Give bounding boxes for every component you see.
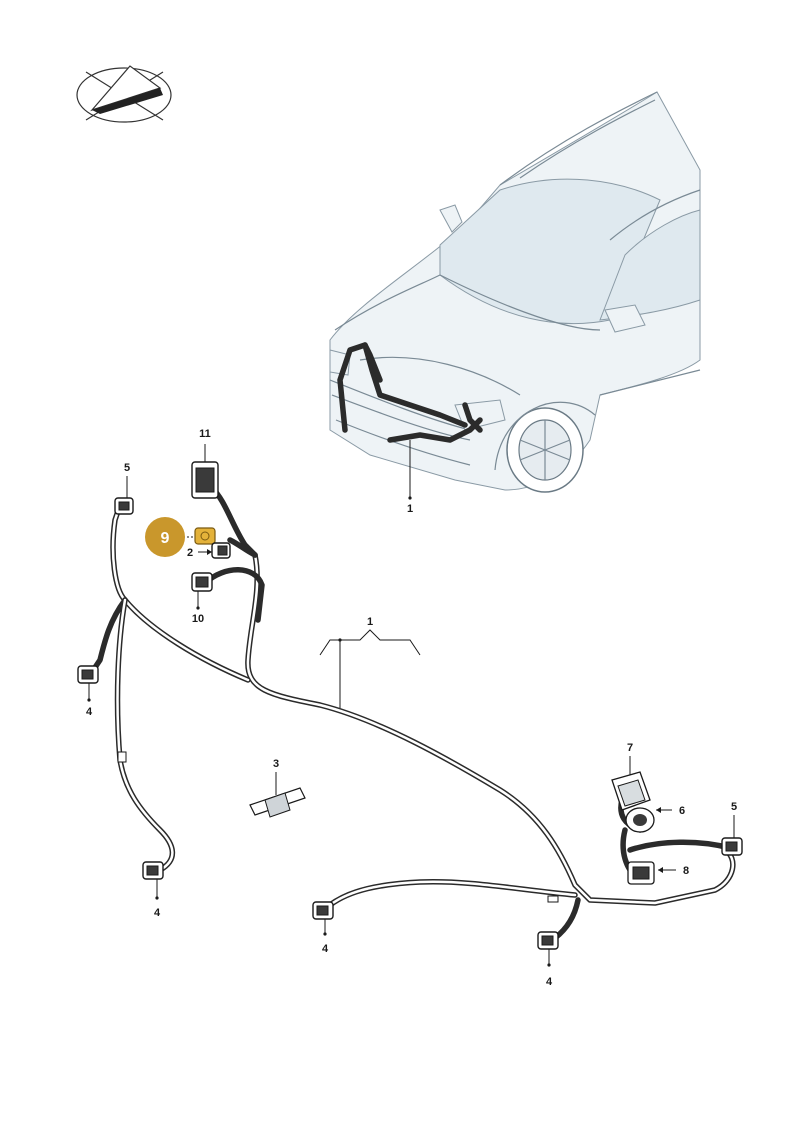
part-8 — [627, 861, 655, 885]
callout-4-lower-left: 4 — [154, 907, 161, 919]
connector-4-left — [77, 665, 99, 684]
connector-4-bottom-mid — [312, 901, 334, 920]
callout-4-bottom-right: 4 — [546, 976, 553, 988]
callout-11: 11 — [199, 428, 211, 440]
connector-5-left — [114, 497, 134, 515]
connector-11 — [191, 461, 219, 499]
callout-4-bottom-mid: 4 — [322, 943, 329, 955]
vehicle-illustration — [329, 91, 701, 493]
callout-8: 8 — [683, 865, 689, 877]
connector-2 — [211, 542, 231, 559]
view-orientation-icon — [76, 65, 172, 123]
connector-10 — [191, 572, 213, 592]
highlighted-part-9 — [194, 527, 216, 545]
harness-clips — [117, 751, 559, 903]
callout-3: 3 — [273, 758, 279, 770]
callout-1-harness: 1 — [367, 616, 373, 628]
part-6 — [625, 807, 655, 833]
harness-callout-bracket — [319, 629, 421, 708]
sensor-housing-7 — [611, 771, 651, 811]
bracket-3 — [249, 787, 306, 818]
callout-7: 7 — [627, 742, 633, 754]
callout-1-car: 1 — [407, 503, 413, 515]
callout-10: 10 — [192, 613, 204, 625]
callout-4-left: 4 — [86, 706, 93, 718]
callout-5-right: 5 — [731, 801, 737, 813]
callout-6: 6 — [679, 805, 685, 817]
part-9-badge[interactable]: 9 — [145, 517, 185, 557]
callout-9-badge: 9 — [161, 530, 170, 547]
connector-4-lower-left — [142, 861, 164, 880]
callout-5-left: 5 — [124, 462, 130, 474]
callout-2: 2 — [187, 547, 193, 559]
connector-5-right — [721, 837, 743, 856]
connector-4-bottom-right — [537, 931, 559, 950]
